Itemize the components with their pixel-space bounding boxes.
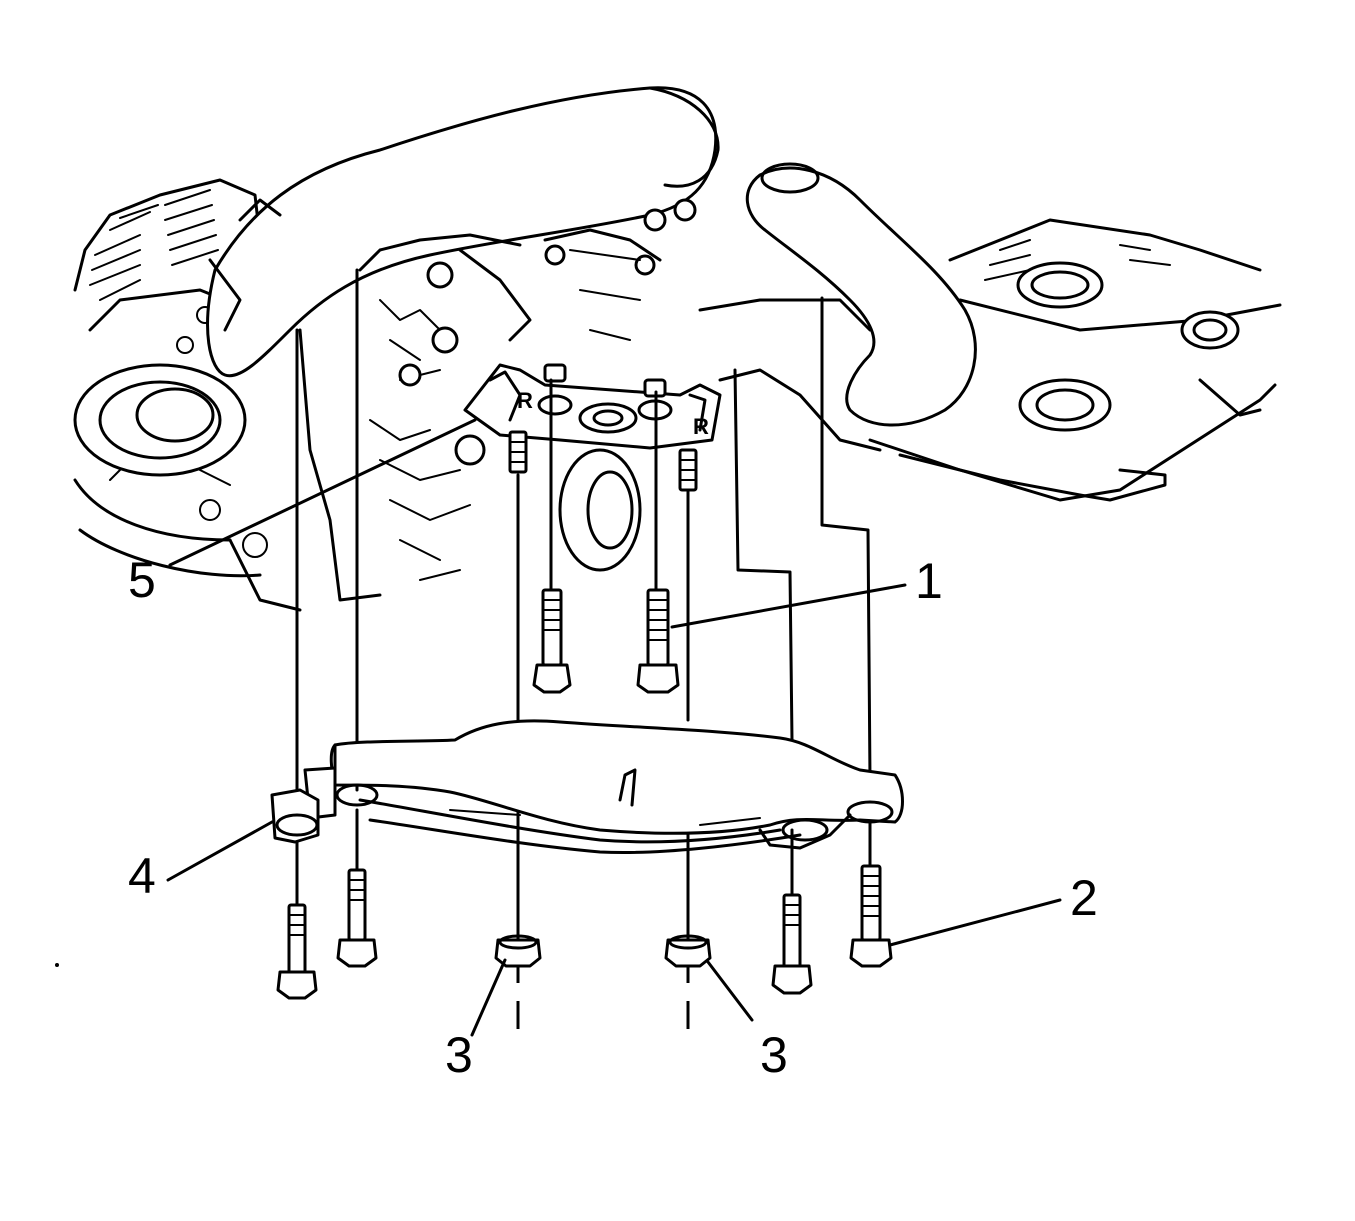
transmission-support-crossmember — [270, 719, 904, 855]
nut-right — [664, 934, 712, 968]
right-exhaust-tube — [745, 162, 977, 427]
callout-5: 5 — [128, 552, 156, 608]
right-underbody-panel — [558, 218, 1282, 572]
callout-4: 4 — [128, 848, 156, 904]
transmission-housing — [73, 178, 302, 612]
transmission-mount-bracket: R R — [463, 363, 722, 492]
upper-bolt-left — [532, 588, 572, 694]
callout-3-right: 3 — [760, 1027, 788, 1083]
callout-2: 2 — [1070, 870, 1098, 926]
bracket-marking-r-left: R — [517, 388, 533, 413]
leader-lines — [166, 418, 1062, 1037]
upper-bolt-right — [636, 588, 680, 694]
callout-3-left: 3 — [445, 1027, 473, 1083]
callout-1: 1 — [915, 553, 943, 609]
lower-bolt-4 — [849, 864, 893, 968]
lower-bolt-1 — [276, 903, 318, 1000]
lower-bolt-3 — [771, 893, 813, 995]
lower-bolt-2 — [336, 868, 378, 968]
bracket-marking-r-right: R — [693, 414, 709, 439]
left-exhaust-tube — [206, 86, 720, 378]
alignment-lines — [295, 268, 872, 1030]
stray-dot — [55, 963, 59, 967]
transmission-center — [298, 198, 697, 602]
nut-left — [494, 934, 542, 968]
